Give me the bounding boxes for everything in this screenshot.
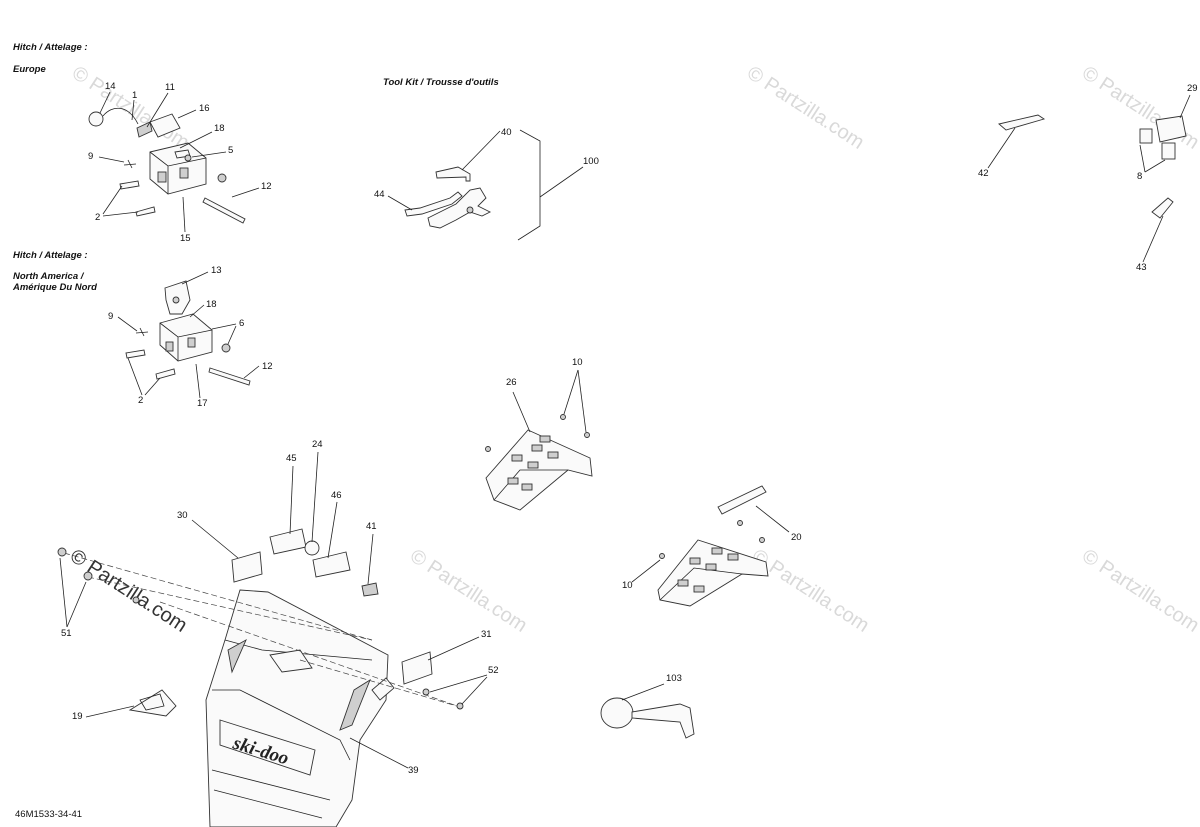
hitch-pin-knob <box>88 111 104 127</box>
bolt <box>125 349 146 359</box>
ski-doo-logo-plate <box>219 719 316 776</box>
hitch-na-region-line2: Amérique Du Nord <box>13 282 97 293</box>
callout-100: 100 <box>583 156 599 167</box>
decal-31 <box>401 651 433 685</box>
nut <box>221 343 231 353</box>
decal-30 <box>231 551 263 583</box>
mirror-head <box>600 697 634 729</box>
lanyard-cable <box>102 107 139 125</box>
mirror-arm <box>631 703 695 739</box>
callout-26: 26 <box>506 377 517 388</box>
hex-key <box>435 166 471 182</box>
tool-kit-group <box>387 129 584 241</box>
emblem-24 <box>304 540 320 556</box>
callout-41: 41 <box>366 521 377 532</box>
strap <box>1161 142 1176 160</box>
mirror-103-group <box>600 683 695 739</box>
callout-1: 1 <box>132 90 138 101</box>
hitch-na-region-line1: North America / <box>13 271 84 282</box>
rivet <box>456 702 464 710</box>
callout-18: 18 <box>214 123 225 134</box>
rivet <box>422 688 430 696</box>
callout-103: 103 <box>666 673 682 684</box>
decal-42 <box>998 114 1046 131</box>
strap <box>1139 128 1153 144</box>
hitch-bracket <box>159 313 213 362</box>
callout-45: 45 <box>286 453 297 464</box>
callout-12: 12 <box>261 181 272 192</box>
footrest-26-group <box>485 369 593 511</box>
callout-43: 43 <box>1136 262 1147 273</box>
tool-kit-title: Tool Kit / Trousse d'outils <box>383 77 499 88</box>
callout-30: 30 <box>177 510 188 521</box>
callout-12: 12 <box>262 361 273 372</box>
spark-plug-tool <box>427 187 492 229</box>
callout-16: 16 <box>199 103 210 114</box>
callout-42: 42 <box>978 168 989 179</box>
bolt <box>119 180 140 190</box>
anchor-icon <box>123 159 137 169</box>
callout-8: 8 <box>1137 171 1143 182</box>
hitch-europe-group <box>88 91 260 233</box>
callout-15: 15 <box>180 233 191 244</box>
decal-46 <box>312 551 351 578</box>
wrench <box>404 191 463 217</box>
clip-29 <box>1155 115 1187 143</box>
callout-18: 18 <box>206 299 217 310</box>
callout-17: 17 <box>197 398 208 409</box>
decal-45 <box>269 528 307 555</box>
decal-19 <box>128 689 177 717</box>
footrest-20 <box>657 539 769 607</box>
callout-6: 6 <box>239 318 245 329</box>
clip <box>136 121 153 138</box>
callout-9: 9 <box>88 151 94 162</box>
hitch-pin-long <box>208 367 251 386</box>
decal-43 <box>1151 197 1174 219</box>
front-bumper-39 <box>205 589 389 827</box>
diagram-id: 46M1533-34-41 <box>15 809 83 820</box>
callout-5: 5 <box>228 145 234 156</box>
callout-10: 10 <box>622 580 633 591</box>
front-bumper-group: ski-doo <box>57 451 488 827</box>
callout-11: 11 <box>165 82 175 93</box>
callout-14: 14 <box>105 81 116 92</box>
bolt <box>155 368 176 380</box>
callout-10: 10 <box>572 357 583 368</box>
clip-41 <box>361 582 379 597</box>
callout-2: 2 <box>95 212 101 223</box>
footrest-20-group <box>631 485 790 607</box>
rivet <box>83 571 93 581</box>
callout-19: 19 <box>72 711 83 722</box>
pin-holder <box>149 113 181 138</box>
anchor-icon <box>135 327 149 337</box>
reflector-plate <box>717 485 767 515</box>
hitch-pin-long <box>202 197 246 224</box>
callout-44: 44 <box>374 189 385 200</box>
hitch-na-title: Hitch / Attelage : <box>13 250 88 261</box>
callout-29: 29 <box>1187 83 1198 94</box>
callout-13: 13 <box>211 265 222 276</box>
nut <box>217 173 227 183</box>
callout-9: 9 <box>108 311 114 322</box>
callout-46: 46 <box>331 490 342 501</box>
callout-40: 40 <box>501 127 512 138</box>
callout-51: 51 <box>61 628 72 639</box>
hitch-europe-title: Hitch / Attelage : <box>13 42 88 53</box>
rivet <box>57 547 67 557</box>
callout-39: 39 <box>408 765 419 776</box>
decals-right-group <box>987 94 1191 263</box>
callout-31: 31 <box>481 629 492 640</box>
hitch-bracket <box>149 142 207 195</box>
hitch-na-group <box>117 271 260 399</box>
callout-52: 52 <box>488 665 499 676</box>
callout-20: 20 <box>791 532 802 543</box>
callout-24: 24 <box>312 439 323 450</box>
bolt <box>135 206 156 217</box>
hitch-europe-region: Europe <box>13 64 46 75</box>
callout-2: 2 <box>138 395 144 406</box>
